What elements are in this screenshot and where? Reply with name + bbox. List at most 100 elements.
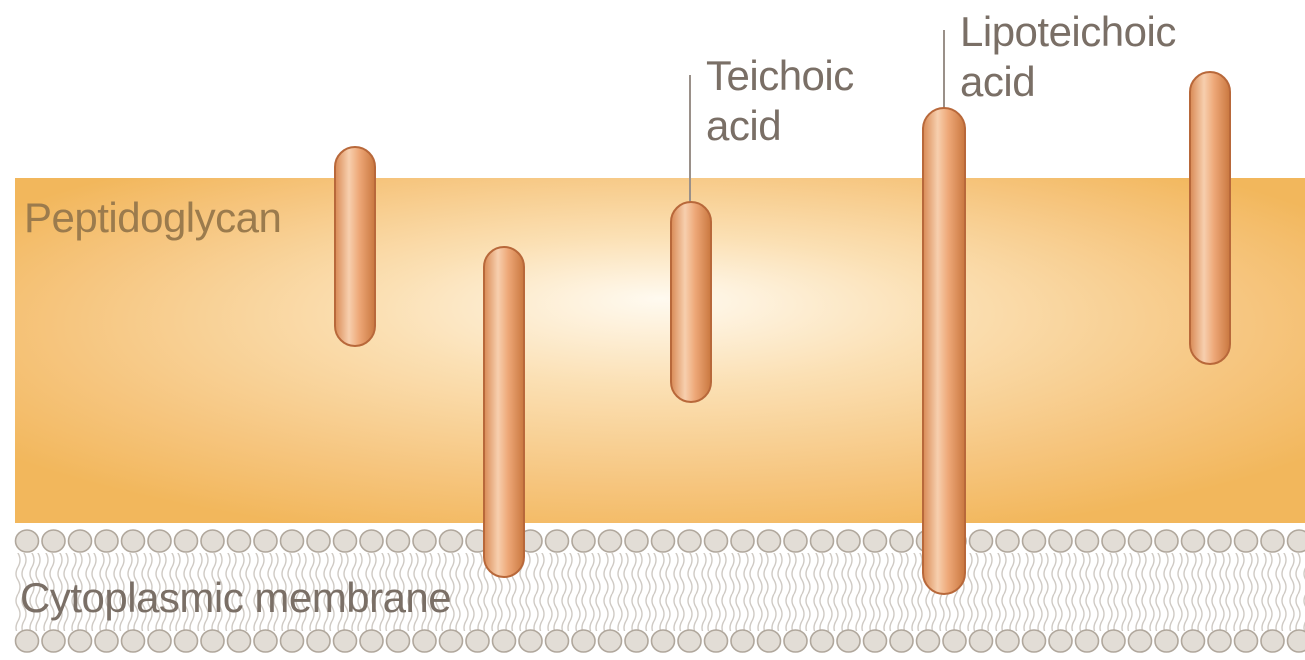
lipid-head <box>307 630 330 652</box>
lipid-head <box>387 630 410 652</box>
lipid-head <box>360 530 383 552</box>
lipid-head <box>69 630 92 652</box>
lipid-head <box>837 530 860 552</box>
teichoic-acid-label: Teichoic acid <box>706 52 865 149</box>
lipid-head <box>572 630 595 652</box>
lipid-head <box>652 630 675 652</box>
lipid-head <box>917 630 940 652</box>
lipid-head <box>122 530 145 552</box>
lipid-head <box>864 530 887 552</box>
lipid-head <box>281 530 304 552</box>
lipid-head <box>864 630 887 652</box>
lipid-head <box>1288 530 1305 552</box>
peptidoglycan-label: Peptidoglycan <box>24 194 281 241</box>
lipid-head <box>970 530 993 552</box>
lipid-head <box>625 630 648 652</box>
lipid-head <box>1208 630 1231 652</box>
lipid-head <box>890 630 913 652</box>
lipid-head <box>599 630 622 652</box>
lipid-head <box>1235 630 1258 652</box>
lipid-head <box>705 530 728 552</box>
lipid-head <box>16 530 39 552</box>
lipid-head <box>652 530 675 552</box>
lipid-head <box>254 630 277 652</box>
lipid-head <box>1049 630 1072 652</box>
teichoic-acid-label-line2: acid <box>706 102 781 149</box>
lipid-head <box>1182 630 1205 652</box>
lipid-head <box>1129 530 1152 552</box>
lipid-head <box>1261 530 1284 552</box>
lipid-head <box>890 530 913 552</box>
teichoic-acid-rod <box>335 147 375 346</box>
lipid-head <box>334 630 357 652</box>
lipid-head <box>228 630 251 652</box>
lipid-head <box>625 530 648 552</box>
lipid-head <box>784 530 807 552</box>
lipid-head <box>705 630 728 652</box>
lipid-head <box>546 530 569 552</box>
lipid-head <box>281 630 304 652</box>
lipid-head <box>572 530 595 552</box>
lipoteichoic-acid-rod <box>923 108 965 594</box>
lipid-head <box>228 530 251 552</box>
lipid-head <box>1129 630 1152 652</box>
lipid-head <box>678 630 701 652</box>
lipid-head <box>1102 530 1125 552</box>
lipoteichoic-acid-label: Lipoteichoic acid <box>960 8 1187 105</box>
lipid-head <box>1182 530 1205 552</box>
lipid-head <box>1049 530 1072 552</box>
membrane-inner-head-row <box>16 630 1305 652</box>
lipid-head <box>201 630 224 652</box>
membrane-outer-head-row <box>16 530 1305 552</box>
lipid-head <box>811 630 834 652</box>
lipoteichoic-acid-label-line2: acid <box>960 58 1035 105</box>
lipid-head <box>731 530 754 552</box>
lipid-head <box>1076 630 1099 652</box>
lipoteichoic-acid-label-line1: Lipoteichoic <box>960 8 1176 55</box>
lipid-head <box>943 630 966 652</box>
lipid-head <box>811 530 834 552</box>
lipoteichoic-acid-rod <box>484 247 524 577</box>
lipid-head <box>440 530 463 552</box>
lipid-head <box>996 630 1019 652</box>
lipid-head <box>413 630 436 652</box>
lipid-head <box>1288 630 1305 652</box>
lipid-head <box>387 530 410 552</box>
lipid-head <box>42 530 65 552</box>
cytoplasmic-membrane-label: Cytoplasmic membrane <box>20 574 451 621</box>
lipid-head <box>360 630 383 652</box>
lipid-head <box>1023 530 1046 552</box>
lipid-head <box>1208 530 1231 552</box>
lipid-head <box>307 530 330 552</box>
lipid-head <box>95 530 118 552</box>
lipid-head <box>1155 630 1178 652</box>
lipid-head <box>1076 530 1099 552</box>
lipid-head <box>996 530 1019 552</box>
lipid-head <box>148 630 171 652</box>
lipid-head <box>254 530 277 552</box>
teichoic-acid-label-line1: Teichoic <box>706 52 854 99</box>
lipid-head <box>493 630 516 652</box>
lipid-head <box>440 630 463 652</box>
lipid-head <box>1102 630 1125 652</box>
lipid-head <box>1155 530 1178 552</box>
lipid-head <box>413 530 436 552</box>
teichoic-acid-rod <box>671 202 711 402</box>
lipid-head <box>69 530 92 552</box>
lipid-head <box>148 530 171 552</box>
lipid-head <box>95 630 118 652</box>
lipid-head <box>201 530 224 552</box>
lipid-head <box>758 630 781 652</box>
lipid-head <box>519 630 542 652</box>
lipid-head <box>16 630 39 652</box>
lipid-head <box>837 630 860 652</box>
lipid-head <box>42 630 65 652</box>
lipid-head <box>334 530 357 552</box>
lipid-head <box>758 530 781 552</box>
lipid-head <box>466 630 489 652</box>
lipid-head <box>970 630 993 652</box>
lipid-head <box>122 630 145 652</box>
lipid-head <box>784 630 807 652</box>
lipid-head <box>599 530 622 552</box>
